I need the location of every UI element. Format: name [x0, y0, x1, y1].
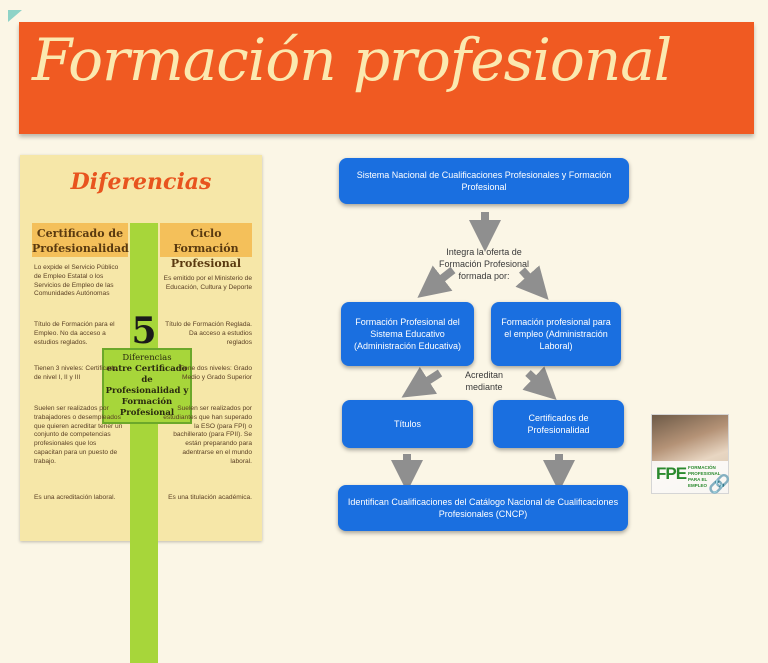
- right-item: Tiene dos niveles: Grado Medio y Grado S…: [178, 365, 252, 381]
- right-item: Es una titulación académica.: [168, 494, 252, 501]
- left-item: Título de Formación para el Empleo. No d…: [34, 321, 115, 346]
- center-label-line2: entre Certificado de Profesionalidad y F…: [105, 364, 189, 418]
- fp-sistema-educativo-box: Formación Profesional del Sistema Educat…: [341, 302, 474, 366]
- fpe-logo-subtitle: FORMACIÓN PROFESIONAL PARA EL EMPLEO: [688, 465, 721, 488]
- left-item: Es una acreditación laboral.: [34, 494, 116, 501]
- diagram-arrows: [391, 212, 575, 492]
- acreditan-label: Acreditan mediante: [464, 370, 504, 392]
- left-column-heading: Certificado de Profesionalidad: [32, 223, 129, 257]
- fpe-logo-band: [652, 461, 728, 493]
- sncfp-box: Sistema Nacional de Cualificaciones Prof…: [339, 158, 629, 204]
- left-item: Lo expide el Servicio Público de Empleo …: [34, 264, 119, 298]
- differences-count: 5: [131, 310, 157, 352]
- cncp-box: Identifican Cualificaciones del Catálogo…: [338, 485, 628, 531]
- center-label: Diferencias entre Certificado de Profesi…: [102, 348, 192, 424]
- infographic-title: Diferencias: [70, 169, 212, 195]
- page-title: Formación profesional: [32, 26, 672, 94]
- right-column-heading: Ciclo Formación Profesional: [160, 223, 252, 270]
- center-label-line1: Diferencias: [122, 353, 172, 363]
- right-item: Suelen ser realizados por estudiantes qu…: [163, 405, 252, 465]
- left-item: Suelen ser realizados por trabajadores o…: [34, 405, 123, 465]
- corner-tab-decoration: [8, 10, 22, 22]
- arrow-to-titulos: [401, 366, 443, 398]
- title-banner: [19, 22, 754, 134]
- certificados-box: Certificados de Profesionalidad: [493, 400, 624, 448]
- fpe-logo-text: FPE: [656, 464, 687, 483]
- arrow-down-left: [417, 265, 456, 298]
- left-item: Tienen 3 niveles: Certificado de nivel I…: [34, 365, 117, 381]
- arrow-to-certificados: [522, 366, 557, 400]
- arrow-down-right: [515, 265, 549, 300]
- link-icon[interactable]: 🔗: [708, 474, 731, 494]
- fp-empleo-box: Formación profesional para el empleo (Ad…: [491, 302, 621, 366]
- fpe-logo[interactable]: FPE FORMACIÓN PROFESIONAL PARA EL EMPLEO: [651, 414, 729, 494]
- titulos-box: Títulos: [342, 400, 473, 448]
- right-item: Título de Formación Reglada. Da acceso a…: [165, 321, 252, 346]
- right-item: Es emitido por el Ministerio de Educació…: [163, 275, 252, 291]
- integra-label: Integra la oferta de Formación Profesion…: [438, 247, 530, 281]
